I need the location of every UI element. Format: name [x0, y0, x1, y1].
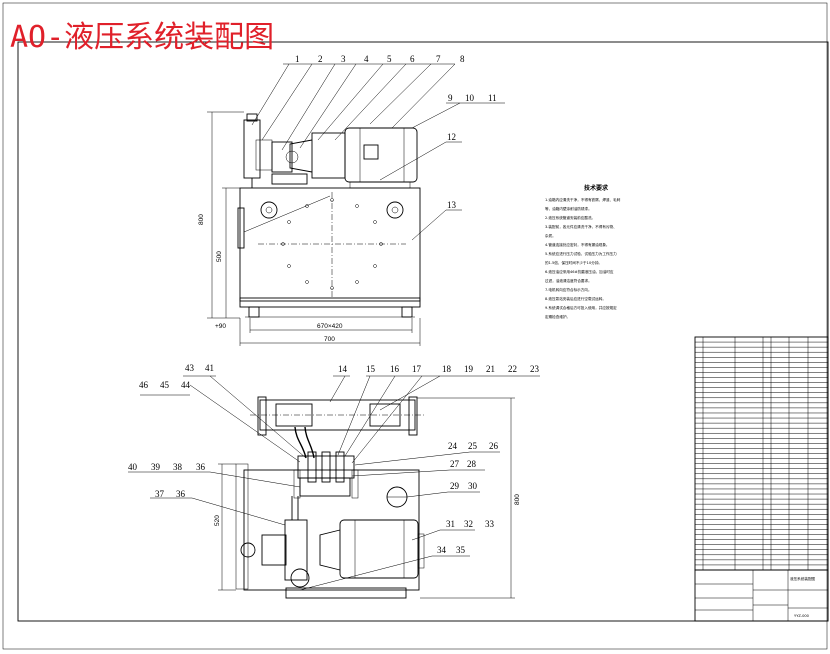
front-leaders	[243, 63, 505, 241]
svg-text:的1.5倍，保压时间不少于10分钟。: 的1.5倍，保压时间不少于10分钟。	[545, 260, 602, 265]
callout-17: 17	[412, 364, 422, 374]
callout-6: 6	[410, 54, 415, 64]
title-block: 液压系统装配图 YYZ-000	[694, 569, 829, 622]
motor-terminal-box	[363, 144, 379, 160]
callout-13: 13	[447, 200, 457, 210]
svg-text:定期检查维护。: 定期检查维护。	[545, 314, 570, 319]
callout-29: 29	[450, 481, 460, 491]
callout-16: 16	[390, 364, 400, 374]
callout-19: 19	[464, 364, 474, 374]
callout-31: 31	[446, 519, 455, 529]
svg-text:杂质。: 杂质。	[545, 233, 556, 238]
callout-46b: 41	[205, 363, 214, 373]
callout-37: 37	[155, 489, 165, 499]
technical-notes: 技术要求 1.油箱内应清洗干净，不得有铁屑、焊渣、毛刺 等，油箱内壁涂耐油防锈漆…	[545, 184, 621, 319]
motor-plan	[339, 519, 419, 579]
level-gauge	[237, 207, 245, 249]
parts-list	[694, 336, 829, 571]
callout-18: 18	[442, 364, 452, 374]
svg-text:1.油箱内应清洗干净，不得有铁屑、焊渣、毛刺: 1.油箱内应清洗干净，不得有铁屑、焊渣、毛刺	[545, 197, 621, 202]
callout-35: 35	[456, 545, 466, 555]
svg-text:3.装配前，各元件应清洗干净，不得有污物、: 3.装配前，各元件应清洗干净，不得有污物、	[545, 224, 617, 229]
drawing-title: AO-液压系统装配图	[10, 20, 274, 55]
svg-text:700: 700	[324, 336, 335, 343]
suction-filter	[243, 119, 261, 179]
filler-cap-right	[386, 201, 404, 219]
callout-33: 33	[485, 519, 495, 529]
svg-text:过滤，油液清洁度符合要求。: 过滤，油液清洁度符合要求。	[545, 278, 592, 283]
callout-40: 39	[151, 462, 161, 472]
svg-text:6.液压油应采用46#抗磨液压油，加油时应: 6.液压油应采用46#抗磨液压油，加油时应	[545, 269, 614, 274]
svg-text:800: 800	[198, 214, 205, 225]
callout-24: 24	[448, 441, 458, 451]
callout-32: 32	[464, 519, 473, 529]
title-block-name: 液压系统装配图	[790, 576, 816, 581]
callout-11: 11	[488, 93, 497, 103]
callout-25: 25	[468, 441, 478, 451]
callout-5: 5	[387, 54, 392, 64]
svg-text:800: 800	[514, 494, 521, 505]
electric-motor	[344, 127, 418, 183]
inner-frame	[17, 41, 829, 622]
callout-44: 46	[139, 380, 149, 390]
svg-text:5.系统应进行压力试验，试验压力为工作压力: 5.系统应进行压力试验，试验压力为工作压力	[545, 251, 617, 256]
callout-41: 40	[128, 462, 138, 472]
tank-plan-outline	[243, 469, 420, 591]
callout-43: 45	[160, 380, 170, 390]
svg-text:500: 500	[216, 251, 223, 262]
hydraulic-pump	[271, 141, 293, 173]
svg-text:7.电机转向应符合标示方向。: 7.电机转向应符合标示方向。	[545, 287, 592, 292]
callout-15: 15	[366, 364, 376, 374]
svg-text:8.液压泵站安装后应进行空载试运转。: 8.液压泵站安装后应进行空载试运转。	[545, 296, 606, 301]
plan-view: 800 520	[128, 363, 540, 599]
callout-36: 36	[196, 462, 206, 472]
callout-39: 38	[173, 462, 183, 472]
svg-text:+90: +90	[215, 323, 226, 330]
svg-text:670×420: 670×420	[317, 323, 343, 330]
callout-2: 2	[318, 54, 323, 64]
callout-23: 23	[530, 364, 540, 374]
callout-3: 3	[341, 54, 346, 64]
plan-leaders	[128, 375, 540, 591]
callout-22: 22	[508, 364, 517, 374]
tank-base	[239, 297, 421, 308]
notes-heading: 技术要求	[584, 184, 609, 192]
callout-38: 36	[176, 489, 186, 499]
svg-text:520: 520	[214, 515, 221, 526]
svg-text:9.系统调试合格后方可投入使用，并应按规定: 9.系统调试合格后方可投入使用，并应按规定	[545, 305, 617, 310]
callout-8: 8	[460, 54, 465, 64]
svg-text:2.液压系统管道安装前应酸洗。: 2.液压系统管道安装前应酸洗。	[545, 215, 595, 220]
callout-14: 14	[338, 364, 348, 374]
callout-26: 26	[489, 441, 499, 451]
callout-34: 34	[437, 545, 447, 555]
cover-bolt-pattern	[281, 198, 383, 290]
callout-27: 27	[450, 459, 460, 469]
callout-46: 43	[185, 363, 195, 373]
svg-text:4.管道连接处应密封，不得有漏油现象。: 4.管道连接处应密封，不得有漏油现象。	[545, 242, 610, 247]
valve-stack	[297, 455, 355, 479]
bell-housing	[311, 132, 346, 179]
front-view: 800 500 +90 670×420 700	[198, 54, 505, 346]
callout-28: 28	[467, 459, 477, 469]
callout-21: 21	[486, 364, 495, 374]
callout-9: 9	[448, 93, 453, 103]
oil-tank	[239, 187, 421, 302]
filler-cap-left	[260, 201, 278, 219]
callout-1: 1	[295, 54, 300, 64]
callout-4: 4	[364, 54, 369, 64]
callout-30: 30	[468, 481, 478, 491]
callout-10: 10	[465, 93, 475, 103]
svg-text:等，油箱内壁涂耐油防锈漆。: 等，油箱内壁涂耐油防锈漆。	[545, 206, 592, 211]
callout-45: 44	[181, 380, 191, 390]
callout-12: 12	[447, 132, 456, 142]
title-block-number: YYZ-000	[794, 614, 810, 618]
callout-7: 7	[436, 54, 441, 64]
